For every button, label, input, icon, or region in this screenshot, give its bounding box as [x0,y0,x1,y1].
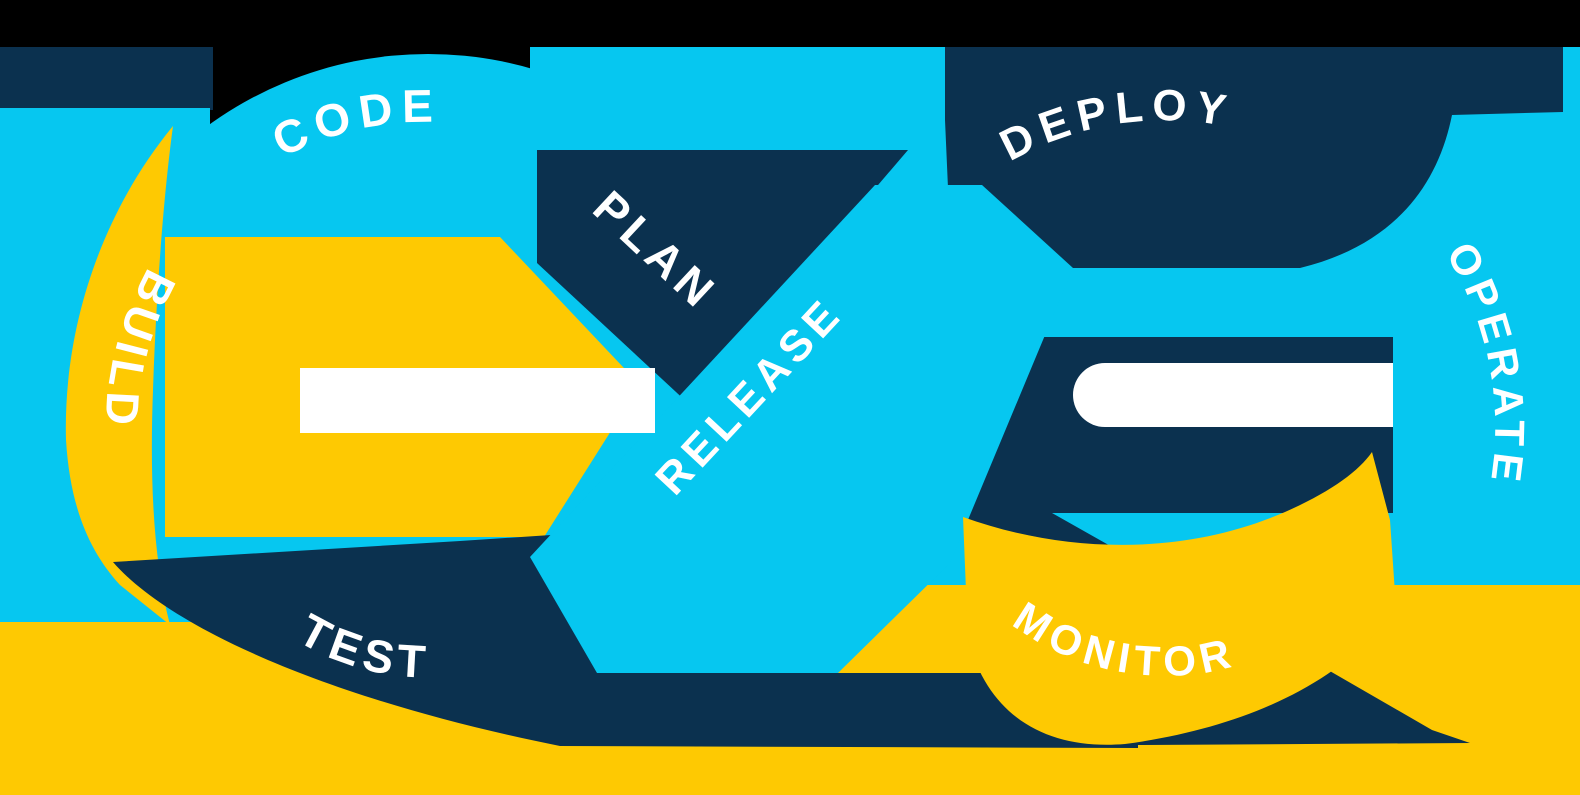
build-segment [65,126,173,625]
equals-bar-right [1073,363,1393,427]
top-black-band [0,0,1580,47]
release-arrow [530,185,1073,673]
monitor-segment [963,452,1396,745]
equals-bar-left [300,368,655,433]
test-segment [113,535,1138,748]
deploy-segment [945,47,1563,268]
plan-segment [537,150,908,405]
top-left-navy-band [0,47,213,110]
